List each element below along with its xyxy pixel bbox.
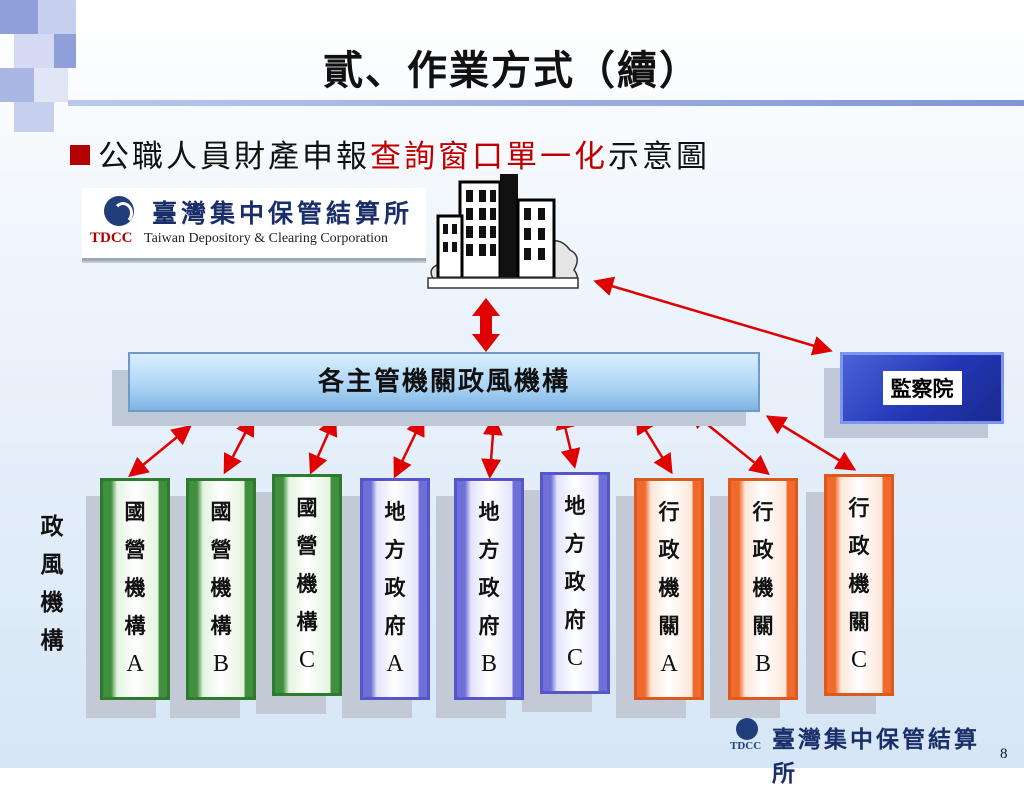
agency-char: 機 [658,575,680,600]
agency-letter: A [386,651,404,677]
agency-char: 營 [296,533,318,558]
slide-title: 貳、作業方式（續） [323,47,701,94]
main-bar-ethics-units: 各主管機關政風機構 [128,352,760,412]
agency-char: 政 [848,533,870,558]
control-yuan-label: 監察院 [882,371,962,405]
agency-char: 國 [210,499,232,524]
side-label-char: 機 [40,589,64,616]
agency-letter: A [660,651,678,677]
decor-square [0,0,38,34]
agency-char: 機 [848,571,870,596]
arrow-bar-to-agency-5 [481,415,503,479]
agency-char: 行 [658,499,680,524]
footer-tdcc-logo: TDCC 臺灣集中保管結算所 [730,718,1005,787]
side-label-ethics-units: 政 風 機 構 [34,508,70,660]
agency-char: 構 [210,613,232,638]
subtitle-highlight: 查詢窗口單一化 [370,139,608,175]
subtitle-prefix: 公職人員財產申報 [98,139,370,175]
agency-char: 構 [296,609,318,634]
arrow-building-to-audit [593,276,833,356]
slide-subtitle: 公職人員財產申報查詢窗口單一化示意圖 [70,131,710,176]
agency-char: 關 [752,613,774,638]
tdcc-logo-icon [104,196,134,226]
agency-char: 構 [124,613,146,638]
agency-char: 政 [478,575,500,600]
agency-char: 地 [384,499,406,524]
agency-char: 關 [658,613,680,638]
agency-char: 國 [296,495,318,520]
agency-char: 方 [384,537,406,562]
banner-abbr: TDCC [90,230,133,246]
agency-letter: A [126,651,144,677]
title-divider [68,100,1024,106]
decor-square [14,102,54,132]
control-yuan-box: 監察院 [840,352,1004,424]
arrow-building-to-bar [472,298,500,352]
arrow-bar-to-agency-4 [393,415,425,479]
agency-char: 營 [124,537,146,562]
subtitle-suffix: 示意圖 [608,139,710,175]
footer-abbr: TDCC [730,740,762,752]
tdcc-logo-icon [736,718,758,740]
agency-letter: B [212,651,229,677]
agency-char: 政 [658,537,680,562]
arrow-bar-to-agency-1 [128,424,192,478]
agency-char: 行 [848,495,870,520]
agency-char: 政 [564,569,586,594]
banner-english-name: Taiwan Depository & Clearing Corporation [144,231,388,246]
footer-chinese-name: 臺灣集中保管結算所 [772,726,980,787]
agency-letter: C [566,645,583,671]
arrow-bar-to-agency-7 [635,413,673,475]
decor-square [38,0,76,34]
agency-letter: B [754,651,771,677]
agency-char: 營 [210,537,232,562]
agency-char: 行 [752,499,774,524]
decor-square [34,68,68,102]
agency-char: 政 [752,537,774,562]
arrow-bar-to-agency-3 [308,415,338,475]
agency-char: 府 [478,613,500,638]
connector-arrows [128,276,857,479]
decor-square [0,68,34,102]
decor-square [54,34,76,68]
agency-char: 機 [752,575,774,600]
banner-chinese-name: 臺灣集中保管結算所 [152,199,414,228]
agency-char: 機 [210,575,232,600]
side-label-char: 風 [40,551,64,578]
arrow-bar-to-agency-2 [223,415,255,475]
agency-letter: C [298,647,315,673]
agency-letter: C [850,647,867,673]
building-icon [427,174,579,289]
agency-char: 國 [124,499,146,524]
agency-char: 府 [384,613,406,638]
agency-char: 機 [124,575,146,600]
decor-square [14,34,54,68]
agency-char: 關 [848,609,870,634]
agency-char: 府 [564,607,586,632]
agency-char: 政 [384,575,406,600]
side-label-char: 構 [40,627,64,654]
agency-letter: B [480,651,497,677]
arrow-bar-to-agency-9 [765,415,857,471]
agency-char: 方 [564,531,586,556]
agency-char: 地 [478,499,500,524]
agency-char: 方 [478,537,500,562]
agency-char: 機 [296,571,318,596]
tdcc-banner-logo: 臺灣集中保管結算所 TDCC Taiwan Depository & Clear… [82,188,426,261]
page-number: 8 [1000,746,1008,762]
side-label-char: 政 [40,513,64,540]
bullet-square-icon [70,145,90,165]
agency-char: 地 [564,493,586,518]
